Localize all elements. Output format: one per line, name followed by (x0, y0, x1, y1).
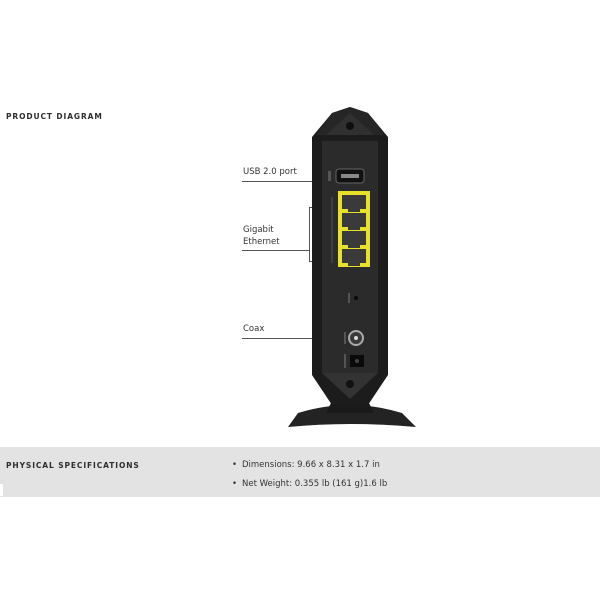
reset-button (354, 296, 358, 300)
ethernet-bracket-vertical (309, 207, 310, 261)
edge-notch (0, 484, 3, 496)
cable-modem-rear-illustration (288, 107, 416, 427)
product-diagram-title: PRODUCT DIAGRAM (6, 112, 103, 121)
gigabit-ethernet-label: Gigabit Ethernet (243, 224, 280, 248)
ethernet-leader-line (242, 250, 310, 251)
physical-specifications-section: PHYSICAL SPECIFICATIONS •Dimensions: 9.6… (0, 447, 600, 497)
gigabit-ethernet-label-line1: Gigabit (243, 225, 274, 235)
coax-leader-line (242, 338, 327, 339)
usb-port-label: USB 2.0 port (243, 167, 297, 177)
spec-item-dimensions: •Dimensions: 9.66 x 8.31 x 1.7 in (232, 460, 380, 470)
physical-specifications-title: PHYSICAL SPECIFICATIONS (6, 461, 140, 470)
bullet-icon: • (232, 479, 238, 489)
bullet-icon: • (232, 460, 238, 470)
coax-label: Coax (243, 324, 265, 334)
spec-item-net-weight: •Net Weight: 0.355 lb (161 g)1.6 lb (232, 479, 388, 489)
usb-leader-line (242, 181, 327, 182)
stand-base (288, 405, 416, 427)
gigabit-ethernet-label-line2: Ethernet (243, 237, 280, 247)
